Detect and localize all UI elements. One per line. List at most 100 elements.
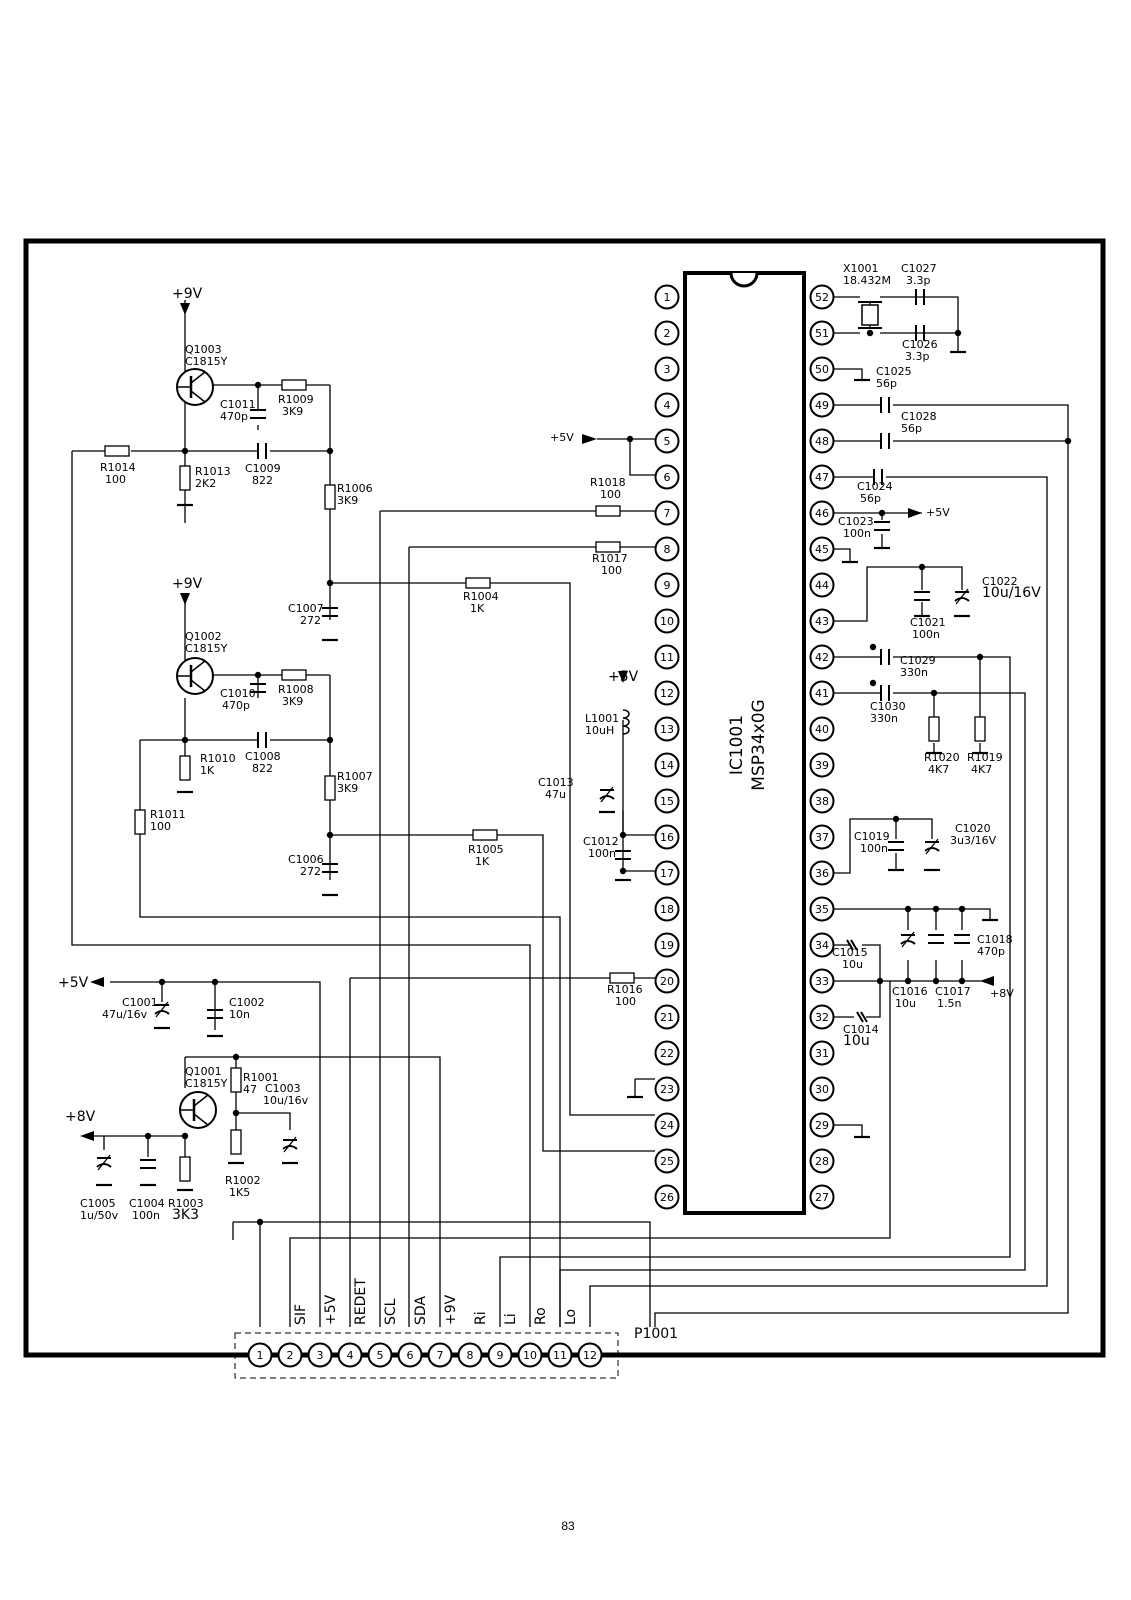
component-label: C1017 [935, 985, 971, 998]
component-label: C1006 [288, 853, 324, 866]
wire [629, 439, 655, 476]
supply-arrow [582, 434, 597, 444]
component-label: 1K5 [229, 1186, 250, 1199]
connector-pin [427, 1342, 453, 1368]
component-label: C1002 [229, 996, 265, 1009]
capacitor-c1015 [846, 939, 858, 951]
component-label: +5V [550, 431, 574, 444]
connector-pin-number: 9 [497, 1349, 504, 1362]
capacitor-c1026 [915, 325, 925, 341]
wire [332, 834, 655, 1152]
connector-pin-number: 8 [467, 1349, 474, 1362]
ic-pin [809, 1004, 835, 1030]
component-label: C1014 [843, 1023, 879, 1036]
component-label: 100n [588, 847, 616, 860]
junction-dot [619, 867, 627, 875]
component-label: 272 [300, 865, 321, 878]
wire [834, 818, 933, 874]
ic-pin-number: 22 [660, 1047, 674, 1060]
connector-pin [307, 1342, 333, 1368]
component-label: R1004 [463, 590, 499, 603]
capacitor-c1028 [880, 433, 890, 449]
ic-pin-number: 35 [815, 903, 829, 916]
resistor-r1013 [179, 465, 191, 491]
component-label: R1010 [200, 752, 236, 765]
connector-pin-number: 6 [407, 1349, 414, 1362]
ic-pin [809, 932, 835, 958]
wire [622, 811, 655, 872]
connector-signal-label: SIF [293, 1304, 309, 1325]
ic-pin [809, 752, 835, 778]
ic-pin-number: 1 [664, 291, 671, 304]
component-label: 100n [912, 628, 940, 641]
component-label: 47u/16v [102, 1008, 148, 1021]
resistor-r1019 [974, 716, 986, 742]
ic-pin [809, 644, 835, 670]
wire [834, 908, 991, 920]
capacitor-c1029 [880, 649, 890, 665]
component-label: +9V [172, 286, 203, 302]
ic-pin-number: 33 [815, 975, 829, 988]
component-label: R1009 [278, 393, 314, 406]
capacitor-c1011 [250, 409, 266, 419]
page-number: 83 [561, 1519, 575, 1533]
ic-pin [809, 320, 835, 346]
capacitor-c1007 [322, 607, 338, 617]
ic-pin [654, 356, 680, 382]
ic-pin [809, 788, 835, 814]
capacitor-c1030 [880, 685, 890, 701]
component-label: 3.3p [905, 350, 929, 363]
ic-pin-number: 25 [660, 1155, 674, 1168]
ic-pin-number: 46 [815, 507, 829, 520]
connector-signal-label: SCL [383, 1298, 399, 1325]
ic-pin-number: 51 [815, 327, 829, 340]
ic-pin [809, 1148, 835, 1174]
ic-pin-number: 40 [815, 723, 829, 736]
resistor-r1001 [230, 1067, 242, 1093]
component-label: C1003 [265, 1082, 301, 1095]
connector-ref: P1001 [634, 1326, 678, 1342]
component-label: 47u [545, 788, 566, 801]
connector-pin-number: 3 [317, 1349, 324, 1362]
wire [907, 960, 963, 981]
ic-pin-number: 24 [660, 1119, 674, 1132]
ic-pin [654, 500, 680, 526]
component-label: C1012 [583, 835, 619, 848]
ic-pin [654, 284, 680, 310]
ic-pin-number: 28 [815, 1155, 829, 1168]
component-label: 100 [615, 995, 636, 1008]
component-label: 10u [843, 1033, 870, 1049]
wire [834, 548, 851, 562]
ic-pin [654, 788, 680, 814]
ic-pin-number: 9 [664, 579, 671, 592]
resistor-r1017 [595, 541, 621, 553]
junction-dot [326, 447, 334, 455]
ic-pin [654, 824, 680, 850]
resistor-r1005 [472, 829, 498, 841]
capacitor-c1010 [250, 683, 266, 693]
component-label: L1001 [585, 712, 619, 725]
ic-pin-number: 6 [664, 471, 671, 484]
ic-pin [654, 572, 680, 598]
junction-dot [954, 329, 962, 337]
component-label: 10u/16v [263, 1094, 309, 1107]
component-label: R1011 [150, 808, 186, 821]
ic-pin-number: 38 [815, 795, 829, 808]
capacitor-c1019 [888, 841, 904, 851]
ic-pin-number: 45 [815, 543, 829, 556]
component-label: R1013 [195, 465, 231, 478]
ic-pin [654, 752, 680, 778]
junction-dot [904, 977, 912, 985]
ic-pin-number: 12 [660, 687, 674, 700]
ic-pin-number: 47 [815, 471, 829, 484]
resistor-r1008 [281, 669, 307, 681]
component-label: 10n [229, 1008, 250, 1021]
connector-pin-number: 11 [553, 1349, 567, 1362]
ic-pin [654, 680, 680, 706]
ic-pin-number: 15 [660, 795, 674, 808]
capacitor-c1005 [96, 1154, 112, 1171]
ic-pin-number: 31 [815, 1047, 829, 1060]
ic-pin-number: 44 [815, 579, 829, 592]
capacitor-c1012 [615, 850, 631, 860]
ic-pin-number: 13 [660, 723, 674, 736]
